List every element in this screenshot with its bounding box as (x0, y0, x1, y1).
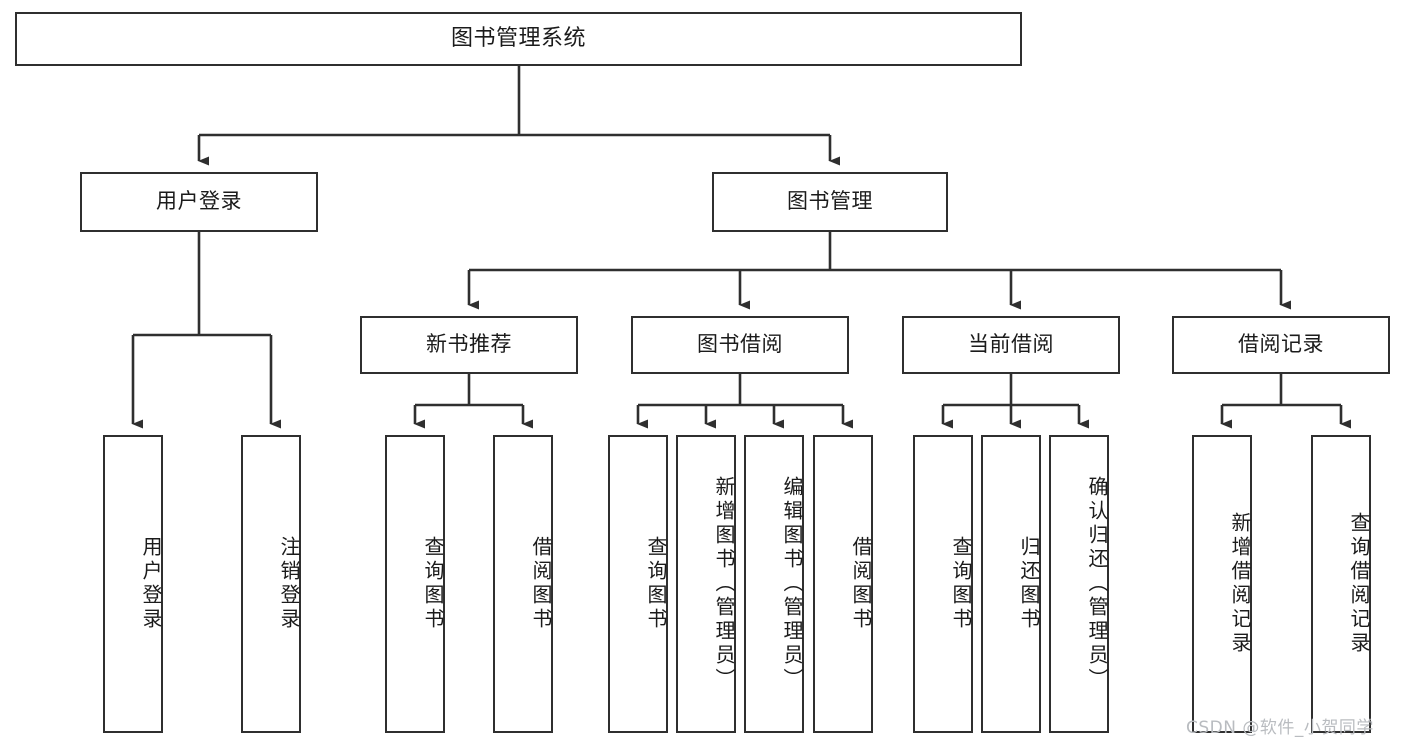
node-label: 注销登录 (277, 536, 301, 632)
leaf-borrowing-query-book[interactable]: 查询图书 (608, 435, 668, 733)
leaf-user-logout[interactable]: 注销登录 (241, 435, 301, 733)
node-new-book-recommendation[interactable]: 新书推荐 (360, 316, 578, 374)
leaf-current-return-book[interactable]: 归还图书 (981, 435, 1041, 733)
node-user-login[interactable]: 用户登录 (80, 172, 318, 232)
node-label: 当前借阅 (968, 332, 1054, 357)
node-label: 确认归还（管理员） (1085, 476, 1109, 692)
node-current-borrowing[interactable]: 当前借阅 (902, 316, 1120, 374)
node-label: 图书借阅 (697, 332, 783, 357)
node-label: 借阅图书 (849, 536, 873, 632)
node-label: 查询借阅记录 (1347, 512, 1371, 656)
node-label: 图书管理 (787, 189, 873, 214)
node-label: 图书管理系统 (450, 25, 586, 51)
node-book-borrowing[interactable]: 图书借阅 (631, 316, 849, 374)
node-root-book-management-system[interactable]: 图书管理系统 (15, 12, 1022, 66)
leaf-borrowing-add-book[interactable]: 新增图书（管理员） (676, 435, 736, 733)
node-label: 编辑图书（管理员） (780, 476, 804, 692)
leaf-current-query-book[interactable]: 查询图书 (913, 435, 973, 733)
leaf-record-query-record[interactable]: 查询借阅记录 (1311, 435, 1371, 733)
leaf-borrowing-borrow-book[interactable]: 借阅图书 (813, 435, 873, 733)
leaf-record-add-record[interactable]: 新增借阅记录 (1192, 435, 1252, 733)
node-book-management[interactable]: 图书管理 (712, 172, 948, 232)
node-label: 借阅记录 (1238, 332, 1324, 357)
node-label: 用户登录 (156, 189, 242, 214)
node-label: 借阅图书 (529, 536, 553, 632)
leaf-user-login[interactable]: 用户登录 (103, 435, 163, 733)
leaf-recommend-borrow-book[interactable]: 借阅图书 (493, 435, 553, 733)
node-label: 新增图书（管理员） (712, 476, 736, 692)
node-label: 归还图书 (1017, 536, 1041, 632)
node-label: 查询图书 (644, 536, 668, 632)
node-label: 查询图书 (421, 536, 445, 632)
node-label: 用户登录 (139, 536, 163, 632)
leaf-recommend-query-book[interactable]: 查询图书 (385, 435, 445, 733)
node-label: 新增借阅记录 (1228, 512, 1252, 656)
node-label: 新书推荐 (426, 332, 512, 357)
node-label: 查询图书 (949, 536, 973, 632)
leaf-current-confirm-return[interactable]: 确认归还（管理员） (1049, 435, 1109, 733)
node-borrowing-record[interactable]: 借阅记录 (1172, 316, 1390, 374)
leaf-borrowing-edit-book[interactable]: 编辑图书（管理员） (744, 435, 804, 733)
